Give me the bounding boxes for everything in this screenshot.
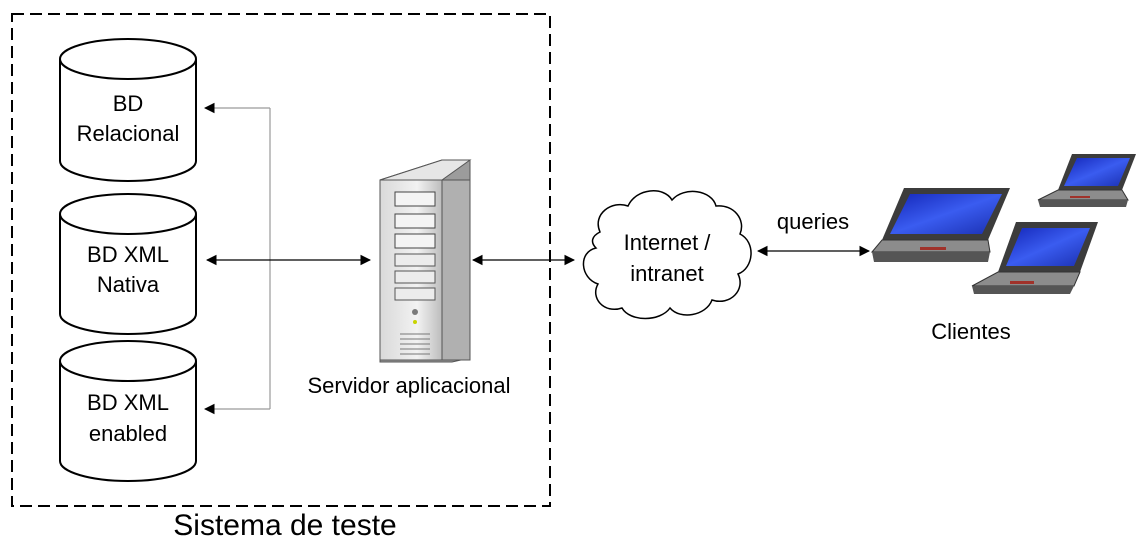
- laptop-icon: [1037, 154, 1136, 207]
- laptop-icon: [971, 222, 1098, 294]
- network-label-line2: intranet: [630, 261, 703, 286]
- database-cylinder-icon: [59, 340, 197, 482]
- system-boundary-label: Sistema de teste: [173, 509, 396, 540]
- database-label-line1: BD: [113, 91, 144, 116]
- server-tower-icon: [379, 159, 472, 363]
- queries-label: queries: [777, 209, 849, 234]
- database-xml-enabled: BD XML enabled: [59, 340, 197, 482]
- database-label-line1: BD XML: [87, 242, 169, 267]
- database-label-line2: Relacional: [77, 121, 180, 146]
- clients-label: Clientes: [931, 319, 1010, 344]
- network-label-line1: Internet /: [624, 230, 712, 255]
- database-relational: BD Relacional: [59, 38, 197, 182]
- database-xml-native: BD XML Nativa: [59, 193, 197, 335]
- cloud-icon: [582, 190, 752, 320]
- laptop-icon: [870, 188, 1010, 262]
- database-cylinder-icon: [59, 38, 197, 182]
- database-label-line2: enabled: [89, 421, 167, 446]
- server-label: Servidor aplicacional: [308, 373, 511, 398]
- database-label-line2: Nativa: [97, 272, 160, 297]
- db-server-connector: [203, 102, 372, 415]
- database-label-line1: BD XML: [87, 390, 169, 415]
- database-cylinder-icon: [59, 193, 197, 335]
